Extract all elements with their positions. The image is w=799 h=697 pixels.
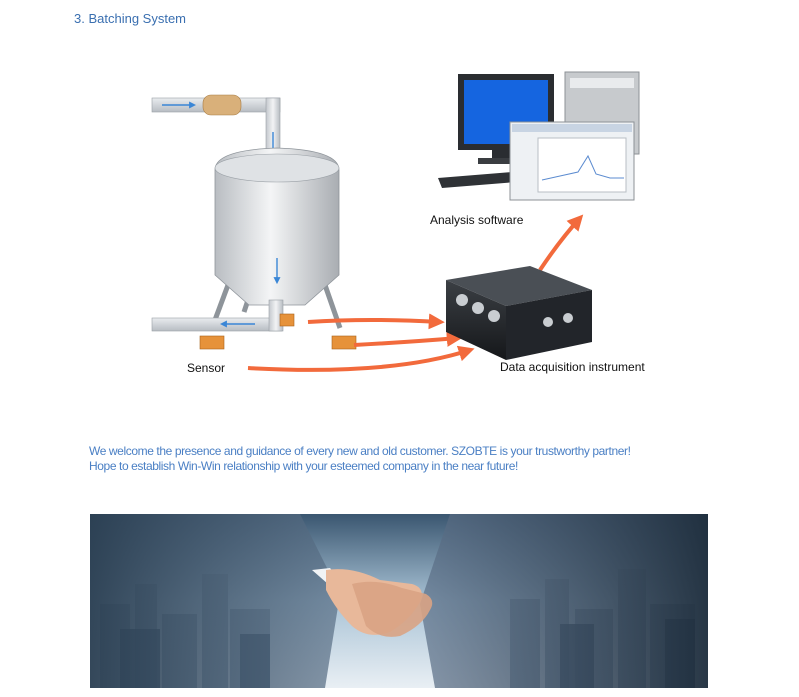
analysis-software-label: Analysis software — [430, 213, 524, 227]
data-acquisition-label: Data acquisition instrument — [500, 360, 645, 374]
section-title: 3. Batching System — [74, 11, 186, 26]
welcome-line-2: Hope to establish Win-Win relationship w… — [89, 459, 518, 473]
data-acquisition-box — [446, 266, 592, 360]
handshake-city-banner — [90, 514, 708, 688]
welcome-line-1: We welcome the presence and guidance of … — [89, 444, 631, 458]
inlet-pipe — [151, 94, 281, 161]
signal-arrows — [247, 214, 584, 372]
computer-icon — [438, 71, 640, 201]
sensor-label: Sensor — [187, 361, 225, 375]
sensor-icons — [199, 313, 357, 350]
handshake-banner-image — [90, 514, 708, 688]
batching-system-diagram: Sensor Data acquisition instrument Analy… — [151, 71, 645, 375]
welcome-message: We welcome the presence and guidance of … — [89, 444, 729, 474]
